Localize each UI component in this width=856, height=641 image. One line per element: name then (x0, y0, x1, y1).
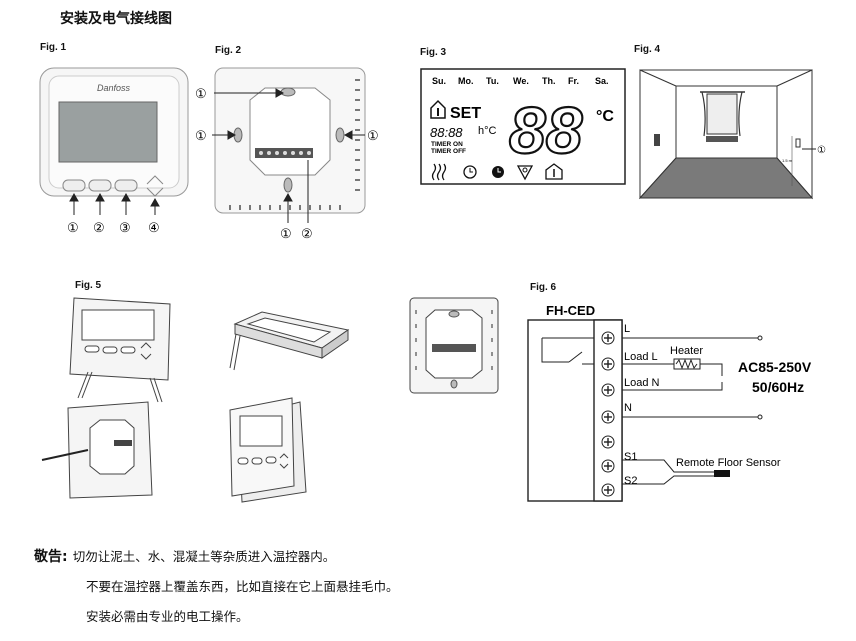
snowflake-icon (516, 165, 534, 181)
fig3-day-sa: Sa. (595, 76, 609, 86)
fig3-big-digits: 88 (509, 93, 583, 167)
fig1-brand: Danfoss (97, 83, 131, 93)
fig3-day-tu: Tu. (486, 76, 499, 86)
fig6-terminal-load-l: Load L (624, 351, 658, 363)
fig3-day-th: Th. (542, 76, 556, 86)
fig2-callout-top: ① (195, 86, 207, 101)
heat-icon (431, 163, 447, 181)
fig1-thermostat-front: Danfoss ① ② ③ ④ (39, 67, 189, 235)
fig6-supply-freq: 50/60Hz (752, 379, 804, 395)
fig6-sensor: Remote Floor Sensor (676, 457, 781, 469)
fig3-clock-unit: h°C (478, 125, 497, 137)
fig3-day-su: Su. (432, 76, 446, 86)
fig1-callout-2: ② (93, 220, 105, 235)
fig3-clock: 88:88 (430, 125, 463, 140)
fig3-unit: °C (596, 108, 614, 125)
warning-text-1: 切勿让泥土、水、混凝土等杂质进入温控器内。 (72, 549, 336, 564)
fig1-callout-3: ③ (119, 220, 131, 235)
fig3-day-we: We. (513, 76, 529, 86)
fig1-callout-4: ④ (148, 220, 160, 235)
clock-icon (463, 165, 477, 179)
fig2-callout-left: ① (195, 128, 207, 143)
fig5-mounting-steps (41, 297, 499, 503)
fig6-supply-voltage: AC85-250V (738, 359, 812, 375)
fig2-callout-bottom: ① (280, 226, 292, 240)
fig4-height-note: 1.5 m (782, 158, 793, 163)
fig6-terminal-l: L (624, 323, 630, 335)
fig6-wiring-diagram: FH-CED L Load L Load N N S1 S2 (527, 303, 812, 502)
fig4-callout: ① (817, 145, 826, 156)
fig6-terminal-s1: S1 (624, 451, 637, 463)
warning-line-1: 敬告: 切勿让泥土、水、混凝土等杂质进入温控器内。 (34, 546, 335, 566)
fig2-callout-right: ① (367, 128, 379, 143)
fig3-timer-on: TIMER ON (431, 141, 463, 148)
fig3-day-mo: Mo. (458, 76, 474, 86)
fig5-label: Fig. 5 (75, 280, 102, 291)
fig3-label: Fig. 3 (420, 47, 447, 58)
fig6-model: FH-CED (546, 303, 595, 318)
fig3-set: SET (450, 105, 481, 122)
fig4-room-placement: 1.5 m ① (638, 69, 826, 200)
clock-filled-icon (492, 166, 504, 178)
fig2-thermostat-back: ① ① ① ① ② (195, 67, 379, 240)
fig2-label: Fig. 2 (215, 45, 242, 56)
fig6-label: Fig. 6 (530, 282, 557, 293)
fig1-label: Fig. 1 (40, 42, 67, 53)
fig6-terminal-load-n: Load N (624, 377, 660, 389)
fig2-callout-terminal: ② (301, 226, 313, 240)
warning-text-2: 不要在温控器上覆盖东西，比如直接在它上面悬挂毛巾。 (86, 579, 399, 594)
fig6-terminal-n: N (624, 402, 632, 414)
fig3-timer-off: TIMER OFF (431, 148, 466, 155)
page-title: 安装及电气接线图 (60, 11, 172, 27)
warning-text-3: 安装必需由专业的电工操作。 (86, 609, 249, 624)
warning-label: 敬告: (34, 549, 68, 565)
fig6-terminal-s2: S2 (624, 475, 637, 487)
house-icon (430, 99, 446, 119)
fig1-callout-1: ① (67, 220, 79, 235)
fig3-day-fr: Fr. (568, 76, 579, 86)
fig3-lcd-display: Su. Mo. Tu. We. Th. Fr. Sa. SET 88:88 h°… (420, 68, 626, 185)
home-temp-icon (545, 163, 563, 180)
fig6-heater: Heater (670, 345, 703, 357)
fig4-label: Fig. 4 (634, 44, 661, 55)
